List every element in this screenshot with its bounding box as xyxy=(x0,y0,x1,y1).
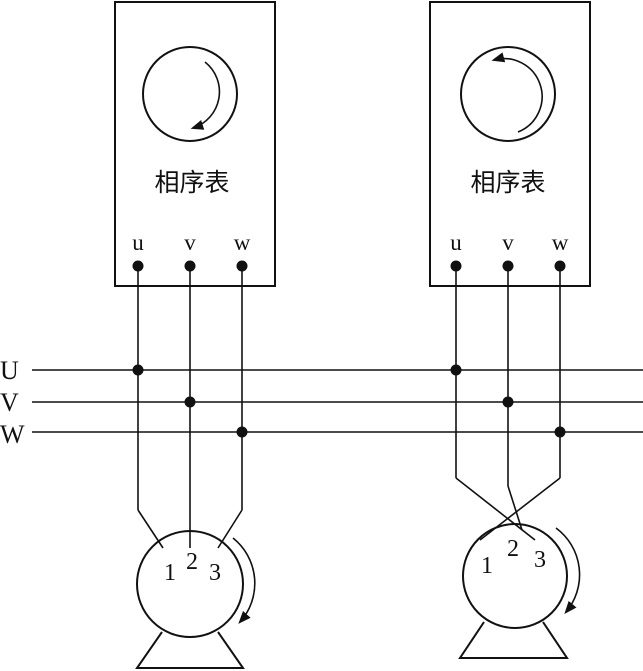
motor-left: 1 2 3 xyxy=(135,530,256,669)
motor-base xyxy=(135,631,245,669)
junction-v xyxy=(184,396,196,408)
bus-label-v: V xyxy=(0,388,19,417)
motor-body xyxy=(136,530,244,638)
phase-meter-left: 相序表 u v w xyxy=(114,1,276,287)
junction-w xyxy=(236,426,248,438)
motor-body xyxy=(462,523,568,629)
meter-dial xyxy=(142,46,238,142)
terminal-label-u: u xyxy=(132,230,144,255)
lead-u-to-motor xyxy=(137,509,164,549)
bus-label-u: U xyxy=(0,356,19,385)
motor-terminal-2: 2 xyxy=(186,549,198,575)
motor-terminal-1: 1 xyxy=(481,553,493,579)
motor-terminal-2: 2 xyxy=(507,536,519,562)
lead-v-to-motor xyxy=(507,485,523,531)
terminal-label-v: v xyxy=(502,230,514,255)
motor-rotation-arrow-clockwise xyxy=(555,527,581,614)
junction-u xyxy=(450,364,462,376)
dial-rotation-arrow-clockwise xyxy=(190,61,221,130)
motor-terminal-3: 3 xyxy=(209,560,221,586)
phase-meter-right: 相序表 u v w xyxy=(429,1,591,287)
meter-box xyxy=(429,1,591,287)
lead-w-to-motor-crossed xyxy=(479,477,561,541)
terminal-label-w: w xyxy=(234,230,251,255)
meter-title: 相序表 xyxy=(470,168,545,197)
motor-terminal-3: 3 xyxy=(534,547,546,573)
terminal-label-v: v xyxy=(184,230,196,255)
bus-lines: U V W xyxy=(0,356,643,449)
bus-label-w: W xyxy=(0,420,25,449)
meter-dial xyxy=(460,46,556,142)
lead-u-to-motor-crossed xyxy=(455,477,536,541)
terminal-label-w: w xyxy=(552,230,569,255)
meter-box xyxy=(114,1,276,287)
junction-u xyxy=(132,364,144,376)
meter-title: 相序表 xyxy=(154,168,229,197)
terminal-label-u: u xyxy=(450,230,462,255)
junction-v xyxy=(502,396,514,408)
meter-left-leads xyxy=(132,266,248,549)
motor-terminal-1: 1 xyxy=(164,560,176,586)
junction-w xyxy=(554,426,566,438)
dial-rotation-arrow-counterclockwise xyxy=(491,52,543,133)
motor-base xyxy=(458,621,569,659)
meter-right-leads xyxy=(450,266,566,541)
motor-rotation-arrow-clockwise xyxy=(232,537,256,624)
motor-right: 1 2 3 xyxy=(458,523,581,659)
